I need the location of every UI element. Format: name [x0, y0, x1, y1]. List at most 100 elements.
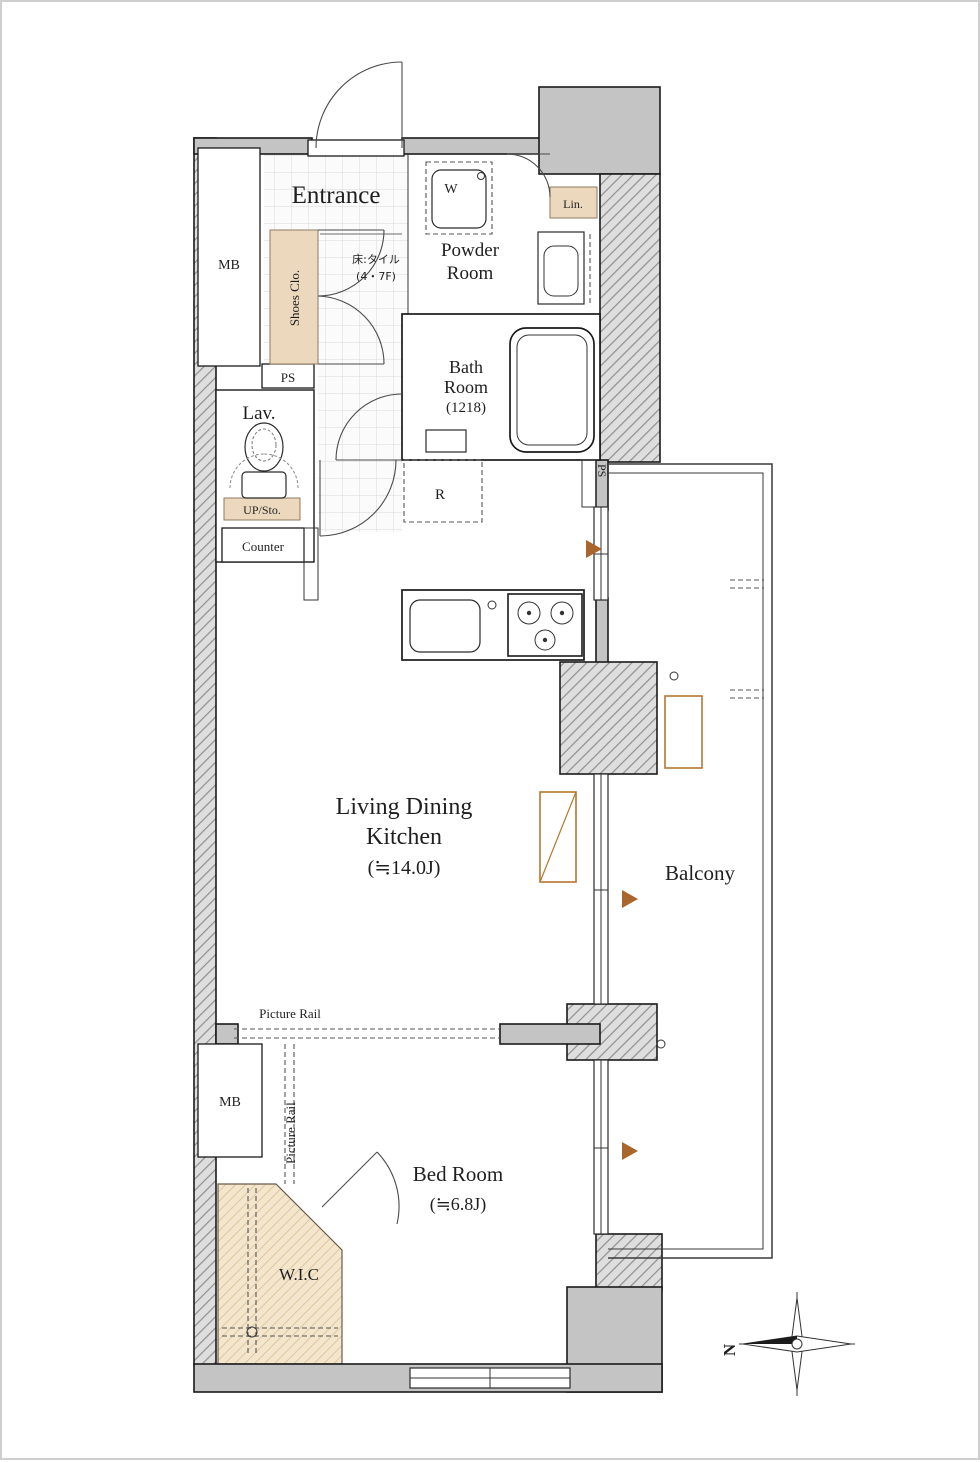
toilet-bowl-inner	[251, 428, 277, 462]
ldk-equipment-diagonal	[539, 791, 577, 883]
stove-burner-1	[517, 601, 541, 625]
ldk-equipment-outline	[539, 791, 577, 883]
stove-burner-2-center	[559, 610, 565, 616]
window-kitchen-side	[593, 506, 609, 601]
bed-room-label-2: (≒6.8J)	[430, 1194, 487, 1215]
ldk-label-2: Kitchen	[366, 824, 442, 850]
balcony-label: Balcony	[665, 861, 735, 885]
bathtub-outer	[509, 327, 595, 453]
entrance-label: Entrance	[292, 182, 381, 209]
meter-box-bottom-label: MB	[219, 1095, 241, 1110]
compass-north-label: N	[720, 1343, 739, 1356]
compass: N	[720, 1292, 855, 1396]
washer-label: W	[444, 182, 458, 197]
meter-box-top	[197, 147, 261, 367]
bathtub-inner	[516, 334, 588, 446]
entrance-door	[315, 61, 403, 149]
hall-door	[319, 459, 397, 537]
wic-label: W.I.C	[279, 1265, 319, 1284]
balcony-equipment-outline	[664, 695, 703, 769]
doors	[315, 61, 551, 1225]
ldk-label-1: Living Dining	[336, 794, 473, 820]
stove-burner-1-center	[526, 610, 532, 616]
washer-knob	[477, 172, 485, 180]
pipe-space-top-box	[261, 363, 315, 389]
fixtures	[222, 161, 595, 1354]
balcony-stopper-1	[669, 671, 679, 681]
balcony-rail-inner	[608, 472, 764, 1250]
toilet-swing-dashes	[229, 453, 299, 489]
meter-box-top-label: MB	[218, 258, 240, 273]
stove	[507, 593, 583, 657]
bath-step	[425, 429, 467, 453]
floor-note-line-2: (4・7F)	[356, 270, 396, 283]
right-upper-exterior-wall	[599, 173, 661, 463]
shoes-closet-label: Shoes Clo.	[287, 270, 302, 326]
shoes-closet-doors	[317, 229, 385, 365]
picture-rail-horizontal-label: Picture Rail	[259, 1006, 321, 1021]
annotations	[234, 540, 638, 1184]
ldk-bedroom-divider-wall	[499, 1023, 601, 1045]
ps-right-box	[581, 459, 597, 508]
balcony-rail-outer	[608, 463, 773, 1259]
meter-box-bottom	[197, 1043, 263, 1158]
stove-burner-2	[550, 601, 574, 625]
service-boxes	[197, 147, 598, 1158]
toilet-tank	[241, 471, 287, 499]
wic-pipe-section	[246, 1326, 258, 1338]
ldk-bedroom-divider-stub	[215, 1023, 239, 1045]
window-ldk	[593, 773, 609, 1005]
window-bottom	[409, 1367, 571, 1389]
compass-hub	[791, 1338, 803, 1350]
ldk-label-3: (≒14.0J)	[368, 857, 441, 879]
bed-room-label-1: Bed Room	[413, 1162, 503, 1186]
up-storage-label: UP/Sto.	[243, 503, 281, 517]
balcony-pier-upper	[559, 661, 658, 775]
vanity-counter	[537, 231, 585, 305]
entrance-door-sill	[307, 139, 405, 157]
opening-arrow-kitchen	[586, 540, 602, 558]
kitchen-sink	[409, 599, 481, 653]
washer-pan	[425, 161, 493, 235]
refrigerator-space	[403, 459, 483, 523]
counter-label: Counter	[242, 539, 285, 554]
compass-needle-north-fill	[743, 1336, 797, 1344]
right-wall-stub-b	[595, 597, 609, 665]
right-wall-stub-c	[595, 1233, 663, 1291]
linen-label: Lin.	[563, 197, 583, 211]
top-wall-right	[401, 137, 543, 155]
vanity-bowl	[543, 245, 579, 297]
powder-room-label-2: Room	[447, 263, 494, 284]
top-right-wall-block	[538, 86, 661, 175]
toilet-bowl	[244, 422, 284, 472]
bath-room-label-1: Bath	[449, 357, 483, 377]
lav-label: Lav.	[242, 403, 275, 424]
opening-arrow-bedroom	[622, 1142, 638, 1160]
window-bedroom	[593, 1059, 609, 1235]
bath-room-label-3: (1218)	[446, 400, 486, 416]
ps-right-label: PS	[595, 464, 609, 477]
bath-room-label-2: Room	[444, 377, 488, 397]
opening-arrow-ldk	[622, 890, 638, 908]
wic-door	[321, 1151, 400, 1225]
counter-box	[221, 527, 305, 563]
balcony-structure	[608, 463, 773, 1259]
windows	[409, 506, 609, 1389]
shoes-closet-box	[269, 229, 319, 365]
stove-burner-3	[534, 629, 556, 651]
balcony-stopper-2	[656, 1039, 666, 1049]
bath-door	[335, 393, 403, 461]
kitchen-faucet	[487, 600, 497, 610]
labels: Entrance Powder Room Bath Room (1218) La…	[218, 182, 735, 1284]
picture-rail-vertical-label: Picture Rail	[283, 1102, 298, 1164]
linen-closet-box	[549, 186, 598, 219]
wic-floor	[217, 1183, 343, 1365]
floor-note-line-1: 床:タイル	[352, 252, 400, 266]
counter-return	[303, 527, 319, 601]
stove-burner-3-center	[542, 637, 548, 643]
washer-body	[431, 169, 487, 229]
powder-room-door	[506, 153, 551, 198]
ps-top-label: PS	[281, 370, 295, 385]
